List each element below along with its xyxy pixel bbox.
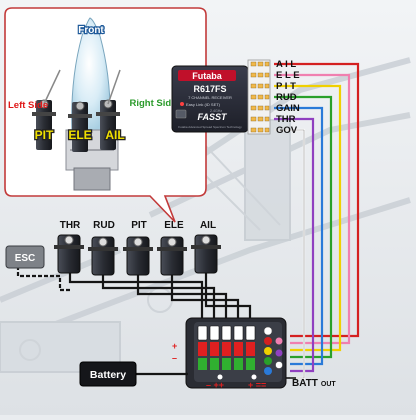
servo-label-ail: AIL bbox=[200, 220, 216, 231]
servo-label-pit: PIT bbox=[131, 220, 147, 231]
wire-thr bbox=[274, 117, 315, 373]
callout-servo-pit bbox=[32, 99, 56, 150]
wire-rud-servo bbox=[101, 272, 216, 320]
wire-rud bbox=[274, 95, 333, 359]
wire-pit bbox=[274, 84, 342, 352]
servo-label-ele: ELE bbox=[164, 220, 184, 231]
wire-ail bbox=[274, 62, 360, 338]
wire-ele bbox=[274, 73, 351, 345]
battery-connector-icon-2 bbox=[217, 374, 223, 380]
box-ports-red bbox=[198, 342, 255, 356]
servo-pit bbox=[123, 236, 153, 276]
wire-ail-servo bbox=[204, 270, 252, 320]
servo-thr bbox=[54, 234, 84, 274]
servo-label-rud: RUD bbox=[93, 220, 115, 231]
servo-row: THR RUD PIT ELE AIL bbox=[54, 220, 221, 276]
esc-label: ESC bbox=[15, 253, 36, 264]
receiver-subtitle: 7 CHANNEL RECEIVER bbox=[188, 95, 232, 100]
receiver-badge-small: 2.4GHz bbox=[210, 109, 222, 113]
channel-wires bbox=[274, 62, 360, 380]
servo-label-thr: THR bbox=[60, 220, 81, 231]
channel-label-pit: P I T bbox=[276, 81, 296, 92]
channel-labels: A I L E L E P I T RUD GAIN THR GOV bbox=[276, 59, 300, 136]
servo-rud bbox=[88, 236, 118, 276]
channel-label-rud: RUD bbox=[276, 92, 297, 103]
channel-label-thr: THR bbox=[276, 114, 296, 125]
box-ports-green bbox=[198, 358, 255, 370]
callout-label-ail: AIL bbox=[105, 128, 124, 142]
led-icon bbox=[180, 102, 184, 106]
channel-label-gov: GOV bbox=[276, 125, 298, 136]
receiver-model: R617FS bbox=[193, 84, 226, 94]
gyro-governor-box: + – – ++ + == bbox=[172, 317, 287, 390]
receiver-brand: Futaba bbox=[192, 71, 222, 81]
receiver-pins bbox=[250, 61, 270, 133]
receiver-badge: FASST bbox=[197, 112, 228, 122]
channel-label-ele: E L E bbox=[276, 70, 300, 81]
battery-unit: Battery bbox=[79, 361, 188, 387]
receiver-footer: Futaba Advanced Spread Spectrum Technolo… bbox=[178, 125, 242, 129]
svg-text:– ++: – ++ bbox=[206, 380, 224, 390]
front-label: Front bbox=[78, 25, 104, 36]
receiver: Futaba R617FS 7 CHANNEL RECEIVER Easy Li… bbox=[171, 59, 271, 135]
svg-text:+: + bbox=[172, 341, 177, 351]
wire-gain bbox=[274, 106, 324, 366]
servo-ail bbox=[191, 234, 221, 274]
servo-wires bbox=[16, 266, 252, 320]
battery-label: Battery bbox=[90, 369, 126, 381]
callout-panel: Front Left Side Right Side PIT ELE AIL bbox=[4, 7, 207, 223]
battery-connector-icon bbox=[251, 374, 257, 380]
callout-servo-ele bbox=[68, 101, 92, 152]
esc-unit: ESC bbox=[5, 245, 45, 269]
svg-text:–: – bbox=[172, 353, 177, 363]
box-ports-top bbox=[197, 325, 256, 341]
receiver-brand-bar bbox=[178, 70, 236, 81]
polarity-marks: + – – ++ + == bbox=[172, 341, 266, 390]
frame-base bbox=[73, 167, 111, 191]
left-side-label: Left Side bbox=[8, 100, 48, 111]
callout-label-ele: ELE bbox=[68, 128, 91, 142]
svg-text:+ ==: + == bbox=[248, 380, 266, 390]
wire-esc bbox=[16, 266, 70, 292]
box-input-ports bbox=[263, 326, 283, 375]
receiver-link-text: Easy Link (ID SET) bbox=[186, 102, 221, 107]
link-button bbox=[175, 109, 187, 119]
channel-label-ail: A I L bbox=[276, 59, 296, 70]
servo-ele bbox=[157, 236, 187, 276]
channel-label-gain: GAIN bbox=[276, 103, 300, 114]
right-side-label: Right Side bbox=[130, 98, 177, 109]
callout-label-pit: PIT bbox=[35, 128, 54, 142]
